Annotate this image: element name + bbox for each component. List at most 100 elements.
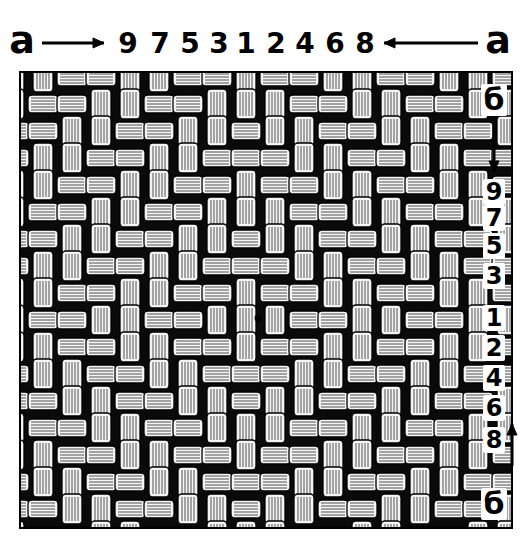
warp-strip — [294, 494, 314, 524]
warp-strip — [33, 359, 53, 389]
warp-strip — [236, 413, 256, 443]
warp-strip — [207, 89, 227, 119]
direction-arrow — [42, 38, 104, 48]
axis-letter: а — [9, 21, 35, 59]
direction-arrow — [507, 424, 517, 466]
weft-strip — [289, 338, 319, 356]
warp-strip — [178, 494, 198, 524]
weft-strip — [289, 446, 319, 464]
weft-strip — [144, 500, 174, 518]
weft-strip — [115, 392, 145, 410]
weft-strip — [86, 176, 116, 194]
warp-strip — [91, 413, 111, 443]
weft-strip — [434, 203, 464, 221]
warp-strip — [236, 332, 256, 362]
weft-strip — [173, 311, 203, 329]
weft-strip — [289, 284, 319, 302]
weft-strip — [260, 176, 290, 194]
warp-strip — [352, 413, 372, 443]
warp-strip — [352, 521, 372, 528]
weft-strip — [202, 473, 232, 491]
weft-strip — [260, 338, 290, 356]
warp-strip — [381, 413, 401, 443]
strip-number: 2 — [483, 335, 506, 361]
warp-strip — [149, 440, 169, 470]
warp-strip — [410, 494, 430, 524]
weft-strip — [318, 500, 348, 518]
weft-strip — [231, 230, 261, 248]
warp-strip — [91, 224, 111, 254]
strip-number: 7 — [150, 30, 169, 58]
warp-strip — [381, 116, 401, 146]
axis-letter: б — [481, 488, 508, 520]
strip-number: 4 — [483, 365, 506, 391]
warp-strip — [207, 494, 227, 524]
warp-strip — [178, 467, 198, 497]
strip-number: 5 — [483, 233, 506, 259]
warp-strip — [352, 440, 372, 470]
weft-strip — [86, 257, 116, 275]
weft-strip — [376, 338, 406, 356]
warp-strip — [323, 278, 343, 308]
strip-number: 9 — [118, 30, 137, 58]
warp-strip — [207, 305, 227, 335]
weft-strip — [57, 338, 87, 356]
warp-strip — [352, 89, 372, 119]
warp-strip — [265, 413, 285, 443]
weft-strip — [347, 500, 377, 518]
weft-strip — [86, 338, 116, 356]
warp-strip — [62, 467, 82, 497]
warp-strip — [120, 305, 140, 335]
warp-strip — [236, 440, 256, 470]
warp-strip — [178, 251, 198, 281]
weft-strip — [173, 72, 203, 86]
weft-strip — [231, 392, 261, 410]
weft-strip — [260, 72, 290, 86]
warp-strip — [439, 72, 459, 92]
warp-strip — [62, 494, 82, 524]
axis-letter: б — [481, 84, 508, 116]
weft-strip — [57, 203, 87, 221]
warp-strip — [149, 278, 169, 308]
weft-strip — [144, 311, 174, 329]
weft-strip — [318, 230, 348, 248]
weft-strip — [347, 149, 377, 167]
weft-strip — [405, 338, 435, 356]
warp-strip — [439, 467, 459, 497]
warp-strip — [265, 197, 285, 227]
warp-strip — [352, 170, 372, 200]
weft-strip — [144, 203, 174, 221]
warp-strip — [91, 305, 111, 335]
direction-arrow — [489, 120, 499, 172]
weft-strip — [347, 122, 377, 140]
strip-number: 8 — [355, 30, 374, 58]
warp-strip — [265, 494, 285, 524]
weft-strip — [260, 149, 290, 167]
weft-strip — [202, 149, 232, 167]
weft-strip — [405, 176, 435, 194]
warp-strip — [497, 521, 512, 528]
warp-strip — [265, 305, 285, 335]
weft-strip — [318, 392, 348, 410]
weft-strip — [115, 500, 145, 518]
warp-strip — [323, 332, 343, 362]
weave-strips — [20, 72, 512, 528]
warp-strip — [33, 278, 53, 308]
weft-strip — [231, 149, 261, 167]
warp-strip — [91, 521, 111, 528]
strip-number: 4 — [295, 30, 314, 58]
warp-strip — [439, 359, 459, 389]
weft-strip — [405, 419, 435, 437]
warp-strip — [497, 116, 512, 146]
frame-border — [20, 72, 512, 528]
warp-strip — [178, 116, 198, 146]
direction-arrow — [384, 38, 478, 48]
weft-strip — [115, 473, 145, 491]
warp-strip — [294, 143, 314, 173]
weft-strip — [202, 284, 232, 302]
warp-strip — [33, 143, 53, 173]
weft-strip — [376, 176, 406, 194]
warp-strip — [62, 143, 82, 173]
warp-strip — [62, 386, 82, 416]
weft-strip — [405, 95, 435, 113]
